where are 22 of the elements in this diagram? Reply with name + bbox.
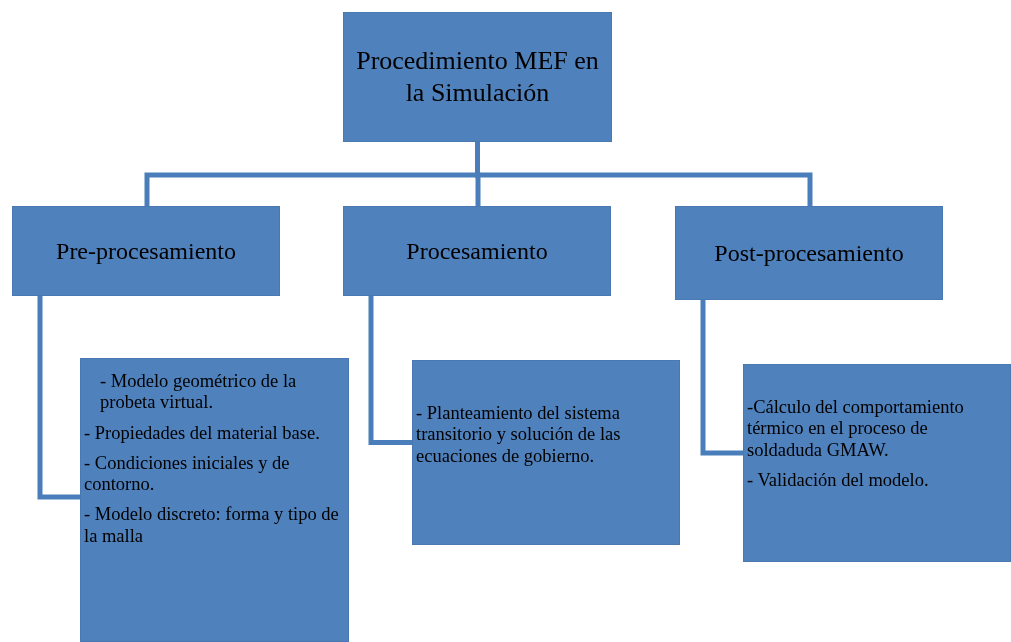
detail-box	[80, 358, 349, 642]
bullet-text: - Propiedades del material base.	[84, 422, 321, 444]
bullet-text: - Condiciones iniciales y de contorno.	[84, 452, 291, 496]
box-label: Procedimiento MEF en la Simulación	[355, 44, 600, 109]
box-label: Procesamiento	[406, 237, 548, 266]
detail-box	[412, 360, 680, 545]
connector-line	[37, 296, 80, 500]
stage-box	[343, 206, 611, 296]
box-label: Post-procesamiento	[714, 239, 904, 268]
stage-box	[12, 206, 280, 296]
detail-box	[743, 364, 1011, 562]
bullet-text: -Cálculo del comportamiento térmico en el proceso de soldaduda GMAW.	[747, 397, 965, 461]
box-label: Pre-procesamiento	[56, 237, 236, 266]
connector-line	[700, 300, 743, 456]
bullet-text: - Validación del modelo.	[747, 469, 930, 492]
title-box	[343, 12, 612, 142]
connector-line	[475, 142, 813, 206]
bullet-text: - Planteamiento del sistema transitorio y solución de las ecuaciones de gobierno.	[416, 403, 622, 467]
bullet-text: - Modelo discreto: forma y tipo de la malla	[84, 504, 340, 547]
connector-line	[368, 296, 412, 445]
bullet-text: - Modelo geométrico de la probeta virtual.	[99, 371, 298, 414]
stage-box	[675, 206, 943, 300]
